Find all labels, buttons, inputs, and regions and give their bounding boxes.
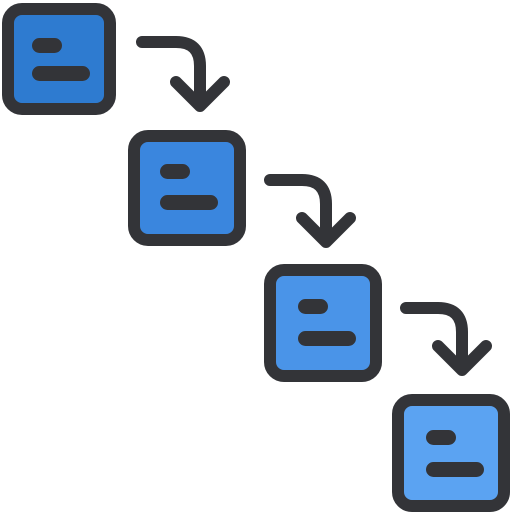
step-node-2 [128,130,246,246]
step-node-3 [264,264,382,382]
step-node-2-short-line [160,164,190,179]
step-node-1-short-line [32,38,62,53]
step-node-2-long-line [160,195,218,210]
step-node-3-box [264,264,382,382]
step-node-4-long-line [426,462,484,477]
step-node-1-long-line [32,66,90,81]
step-node-2-box [128,130,246,246]
step-node-1-box [2,3,116,115]
step-node-4-short-line [426,430,456,445]
step-node-4-box [392,394,510,512]
curved-arrow-icon [400,302,492,376]
step-node-3-short-line [298,299,328,314]
step-node-4 [392,394,510,512]
step-node-1 [2,3,116,115]
curved-arrow-icon [264,174,356,248]
step-node-3-long-line [298,331,356,346]
curved-arrow-icon [136,36,230,112]
